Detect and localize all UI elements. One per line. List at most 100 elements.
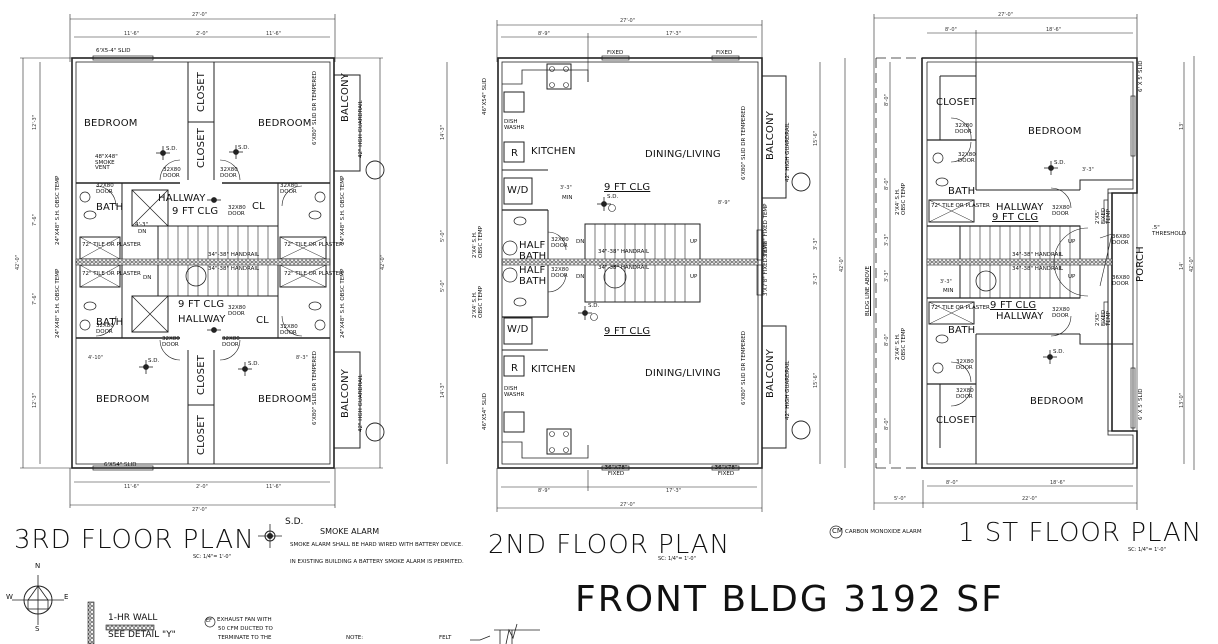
room-bedroom-nw: BEDROOM — [84, 118, 138, 129]
room-bath-upper: BATH — [948, 186, 976, 197]
tile-note-1: 72" TILE OR PLASTER — [82, 242, 141, 248]
exhaust-fan-line-3: TERMINATE TO THE — [218, 635, 272, 641]
dim-top-right: 18'-6" — [1046, 27, 1062, 33]
room-bath-lower: BATH — [948, 325, 976, 336]
fixed-temp-upper: 2'X5' FIXED TEMP — [1095, 207, 1112, 224]
room-bedroom-sw: BEDROOM — [96, 394, 150, 405]
balcony-door-lower: 6'X80" SLID DR TEMPERED — [741, 331, 747, 405]
room-dining-lower: DINING/LIVING — [645, 368, 721, 379]
fixed-window-1: FIXED — [607, 50, 624, 56]
dim-bottom-right: 18'-6" — [1050, 480, 1066, 486]
stair-up-2: UP — [690, 274, 698, 280]
room-half-bath-lower: HALF BATH — [519, 265, 547, 287]
door-note-8: 32X80 DOOR — [280, 324, 298, 336]
ceiling-lower: 9 FT CLG — [604, 326, 651, 337]
door-note-2: 32X80 DOOR — [220, 167, 238, 179]
room-balcony-lower: BALCONY — [340, 368, 351, 418]
ceiling-lower: 9 FT CLG — [990, 300, 1037, 311]
dim-bottom-overall-right: 22'-0" — [1022, 496, 1038, 502]
exhaust-fan-line-1: EXHAUST FAN WITH — [217, 617, 272, 623]
room-kitchen-lower: KITCHEN — [531, 364, 576, 375]
stair-min-dim: 3'-3" — [560, 185, 572, 191]
dim-bottom-left: 11'-6" — [124, 484, 140, 490]
legend-symbols — [12, 524, 843, 644]
dim-right-2: 14' — [1179, 262, 1185, 270]
dim-left-3: 7'-6" — [32, 293, 38, 305]
slider-top-note: 6'X5-4" SLID — [96, 48, 131, 54]
room-wd-upper: W/D — [507, 185, 529, 196]
dim-right-4: 15'-6" — [813, 372, 819, 388]
room-bedroom-upper: BEDROOM — [1028, 126, 1082, 137]
door-note-4: 32X80 DOOR — [280, 183, 298, 195]
stair-dn-lower: DN — [143, 275, 152, 281]
dim-right-1: 15'-6" — [813, 130, 819, 146]
dim-left-4: 14'-3" — [440, 382, 446, 398]
dim-left-2: 5'-0" — [440, 230, 446, 242]
sd-label-1: S.D. — [166, 146, 178, 152]
wall-legend-label: 1-HR WALL — [108, 613, 158, 623]
stair-min-label: MIN — [562, 195, 573, 201]
building-title: FRONT BLDG 3192 SF — [575, 579, 1004, 620]
dim-right-3: 3'-3" — [813, 273, 819, 285]
dim-left-1: 14'-3" — [440, 124, 446, 140]
handrail-2: 34"-38" HANDRAIL — [1012, 266, 1064, 272]
compass-s: S — [35, 625, 40, 633]
room-balcony-lower: BALCONY — [765, 348, 776, 398]
dim-right-2: 3'-3" — [813, 238, 819, 250]
bath-window-lower-right: 24"X48" S.H. OBSC TEMP — [340, 268, 346, 338]
dim-left-3: 3'-3" — [884, 234, 890, 246]
door-note-2: 32X80 DOOR — [551, 267, 569, 279]
tile-note-3: 72" TILE OR PLASTER — [284, 242, 343, 248]
handrail-note-1: 34"-38" HANDRAIL — [208, 252, 260, 258]
door-note-2: 32X80 DOOR — [958, 152, 976, 164]
window-upper: 6' X 5' SLID — [1138, 60, 1144, 92]
smoke-alarm-symbol-label: S.D. — [285, 517, 304, 527]
door-note-5: 32X80 DOOR — [228, 205, 246, 217]
third-floor-linework — [20, 14, 385, 508]
dim-bottom-overall: 27'-0" — [192, 507, 208, 513]
tile-note-upper: 72" TILE OR PLASTER — [931, 203, 990, 209]
slider-bottom-note: 6'X54" SLID — [104, 462, 137, 468]
stair-dn-upper: DN — [138, 229, 147, 235]
dim-right-overall: 42'-0" — [839, 256, 845, 272]
dim-left-5: 8'-0" — [884, 334, 890, 346]
stair-up-1: UP — [690, 239, 698, 245]
stair-min-label: MIN — [943, 288, 954, 294]
door-note-1: 32X80 DOOR — [551, 237, 569, 249]
balcony-door-upper: 6'X80" SLID DR TEMPERED — [741, 106, 747, 180]
dim-overall-width: 27'-0" — [620, 18, 636, 24]
dim-top-left: 11'-6" — [124, 31, 140, 37]
door-note-5: 32X80 DOOR — [956, 359, 974, 371]
fixed-window-2: FIXED — [716, 50, 733, 56]
room-closet-4: CLOSET — [196, 414, 207, 455]
fixed-temp-lower: 2'X5' FIXED TEMP — [1095, 309, 1112, 326]
dim-overall-width: 27'-0" — [998, 12, 1014, 18]
guardrail-note-lower: 42" HGH GUARDRAIL — [358, 374, 364, 432]
balcony-door-lower: 6'X80" SLID DR TEMPERED — [312, 351, 318, 425]
handrail-1: 34"-38" HANDRAIL — [1012, 252, 1064, 258]
sd-label-2: S.D. — [588, 303, 600, 309]
room-hallway-lower: HALLWAY — [178, 314, 226, 325]
smoke-vent-note: 48"X48" SMOKE VENT — [95, 154, 118, 171]
room-kitchen-upper: KITCHEN — [531, 146, 576, 157]
room-hallway-lower: HALLWAY — [996, 311, 1044, 322]
first-floor-linework — [873, 14, 1195, 510]
room-wd-lower: W/D — [507, 324, 529, 335]
entry-door-1: 36X80 DOOR — [1112, 234, 1130, 246]
guardrail-upper: 42" HIGH GUARDRAIL — [785, 122, 791, 182]
balcony-door-upper: 6'X80" SLID DR TEMPERED — [312, 71, 318, 145]
room-bedroom-se: BEDROOM — [258, 394, 312, 405]
door-note-3: 32X80 DOOR — [1052, 205, 1070, 217]
dim-hall-right: 8'-3" — [296, 355, 308, 361]
bath-window-upper: 2'X4' S.H. OBSC TEMP — [472, 226, 484, 258]
exhaust-fan-symbol: EF — [206, 618, 213, 624]
door-note-10: 32X80 DOOR — [222, 336, 240, 348]
door-note-1: 32X80 DOOR — [955, 123, 973, 135]
room-closet-2: CLOSET — [196, 127, 207, 168]
guardrail-lower: 42" HIGH GUARDRAIL — [785, 360, 791, 420]
tile-note-2: 72" TILE OR PLASTER — [82, 271, 141, 277]
room-bath-lower: BATH — [96, 317, 124, 328]
dim-bottom-left: 8'-9" — [538, 488, 550, 494]
